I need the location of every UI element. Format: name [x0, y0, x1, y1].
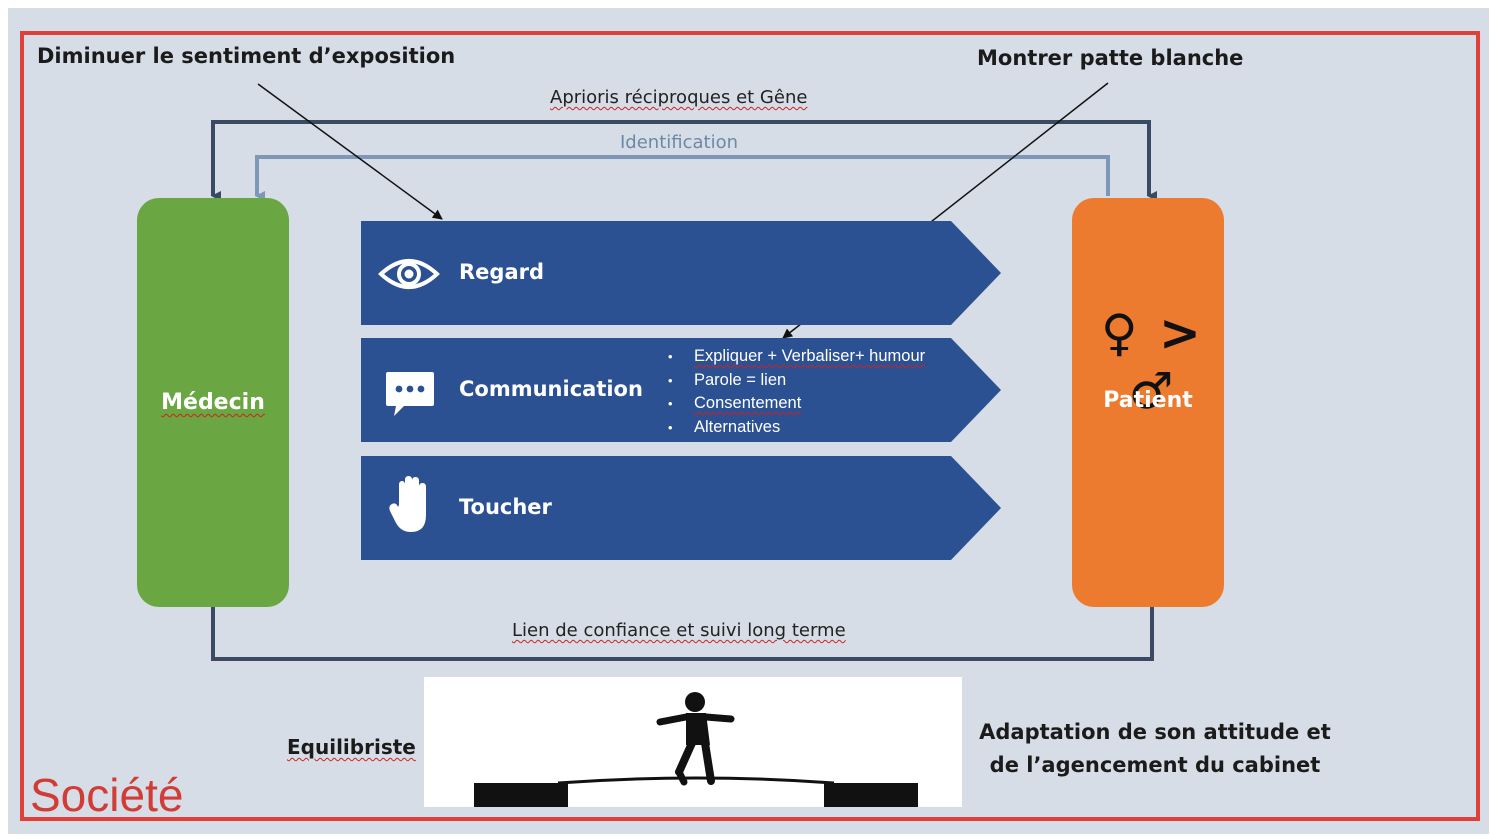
bullet-item: •Alternatives: [668, 417, 781, 436]
medecin-box: Médecin: [137, 198, 289, 607]
bullet-item: •Expliquer + Verbaliser+ humour: [668, 347, 926, 365]
bullet-item: •Parole = lien: [668, 370, 787, 389]
hand-icon: [389, 476, 426, 532]
loop-bottom-line: [211, 607, 1154, 661]
chevron-title-toucher: Toucher: [459, 495, 552, 519]
chevron-communication: [361, 338, 1001, 442]
tightrope-walker-illustration: [424, 677, 962, 807]
loop-label-top: Aprioris réciproques et Gêne: [550, 87, 808, 108]
loop-label-bottom: Lien de confiance et suivi long terme: [512, 620, 846, 641]
medecin-label: Médecin: [161, 390, 265, 415]
chevron-toucher: [361, 456, 1001, 560]
annotation-top-left: Diminuer le sentiment d’exposition: [37, 44, 456, 68]
adaptation-label: Adaptation de son attitude et de l’agenc…: [979, 720, 1331, 777]
patient-label: Patient: [1103, 388, 1193, 413]
annotation-arrow-left: [257, 83, 443, 220]
chevron-title-communication: Communication: [459, 377, 643, 401]
chevron-title-regard: Regard: [459, 260, 545, 284]
loop-label-identification: Identification: [620, 132, 739, 153]
eye-icon: [378, 259, 440, 289]
communication-bullets: •Expliquer + Verbaliser+ humour •Parole …: [668, 345, 925, 439]
speech-bubble-icon: [386, 372, 434, 416]
patient-box: [1072, 198, 1224, 607]
loop-identification-line: [255, 155, 1110, 201]
equilibriste-label: Equilibriste: [287, 735, 416, 759]
chevron-regard: [361, 221, 1001, 325]
loop-top-line: [211, 120, 1157, 201]
tightrope-walker-figure: [474, 692, 918, 807]
societe-label: Société: [30, 769, 184, 821]
gender-symbols: ♀ > ♂: [1101, 304, 1203, 420]
societe-frame: [20, 31, 1480, 821]
annotation-top-right: Montrer patte blanche: [977, 46, 1244, 70]
bullet-item: •Consentement: [668, 394, 802, 412]
